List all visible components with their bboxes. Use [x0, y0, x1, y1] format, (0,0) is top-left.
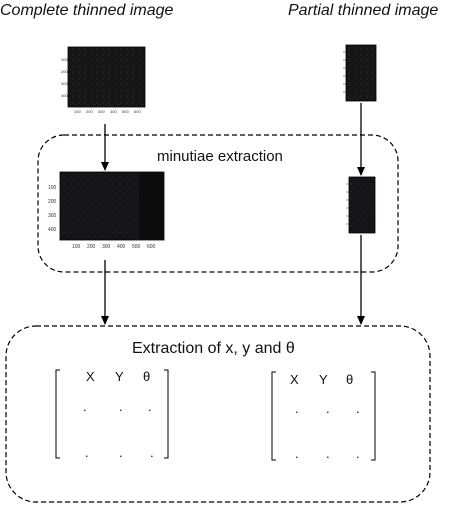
ytick: 300 — [61, 81, 68, 86]
ytick: 400 — [48, 227, 57, 233]
ytick: 400 — [61, 93, 68, 98]
ytick: 300 — [48, 213, 57, 219]
matrix-left-cell: . — [83, 399, 87, 414]
matrix-left-cell: . — [85, 445, 89, 460]
matrix-left-cell: . — [119, 399, 123, 414]
xtick: 600 — [134, 109, 141, 114]
xtick: 400 — [117, 244, 126, 250]
xtick: 200 — [86, 109, 93, 114]
minutiae-extraction-title: minutiae extraction — [157, 148, 283, 165]
xtick: 500 — [122, 109, 129, 114]
matrix-left-cell: . — [148, 399, 152, 414]
matrix-right-cell: . — [356, 446, 360, 461]
xtick: 300 — [98, 109, 105, 114]
ytick: 100 — [61, 57, 68, 62]
matrix-right-bracket-close — [371, 371, 376, 461]
ytick: 200 — [61, 69, 68, 74]
header-partial-thinned-image: Partial thinned image — [288, 2, 439, 19]
matrix-left-col-theta: θ — [143, 369, 151, 384]
xtick: 300 — [102, 244, 111, 250]
complete-thinned-image-small — [67, 46, 146, 108]
matrix-right-col-theta: θ — [346, 372, 354, 387]
xtick: 100 — [72, 244, 81, 250]
xtick: 500 — [132, 244, 141, 250]
xtick: 100 — [74, 109, 81, 114]
ytick: 100 — [48, 185, 57, 191]
partial-small-ticks — [343, 51, 346, 93]
matrix-left-cell: . — [119, 445, 123, 460]
matrix-left-col-x: X — [86, 369, 95, 384]
matrix-right-cell: . — [295, 446, 299, 461]
matrix-right-cell: . — [326, 401, 330, 416]
complete-minutiae-image-margin — [139, 172, 164, 240]
partial-thinned-image-small — [345, 44, 377, 102]
xtick: 200 — [87, 244, 96, 250]
matrix-right-col-x: X — [290, 372, 299, 387]
xy-theta-extraction-title: Extraction of x, y and θ — [132, 340, 295, 357]
complete-small-yticks: 100 200 300 400 — [61, 57, 68, 98]
matrix-right-cell: . — [356, 401, 360, 416]
xtick: 400 — [110, 109, 117, 114]
matrix-left-bracket-close — [164, 369, 169, 459]
matrix-right-cell: . — [326, 446, 330, 461]
matrix-left-col-y: Y — [115, 369, 124, 384]
complete-large-xticks: 100 200 300 400 500 600 — [72, 244, 156, 250]
xtick: 600 — [147, 244, 156, 250]
minutiae-extraction-box — [37, 134, 399, 273]
complete-large-yticks: 100 200 300 400 — [48, 185, 57, 233]
matrix-left-cell: . — [150, 445, 154, 460]
ytick: 200 — [48, 199, 57, 205]
xy-theta-extraction-box — [5, 325, 431, 503]
complete-small-xticks: 100 200 300 400 500 600 — [74, 109, 141, 114]
header-complete-thinned-image: Complete thinned image — [0, 2, 174, 19]
partial-minutiae-image — [348, 176, 376, 234]
matrix-right-bracket-open — [271, 371, 276, 461]
matrix-right-col-y: Y — [319, 372, 328, 387]
partial-minutiae-ticks — [346, 183, 349, 225]
matrix-right-cell: . — [295, 401, 299, 416]
matrix-left-bracket-open — [55, 369, 60, 459]
